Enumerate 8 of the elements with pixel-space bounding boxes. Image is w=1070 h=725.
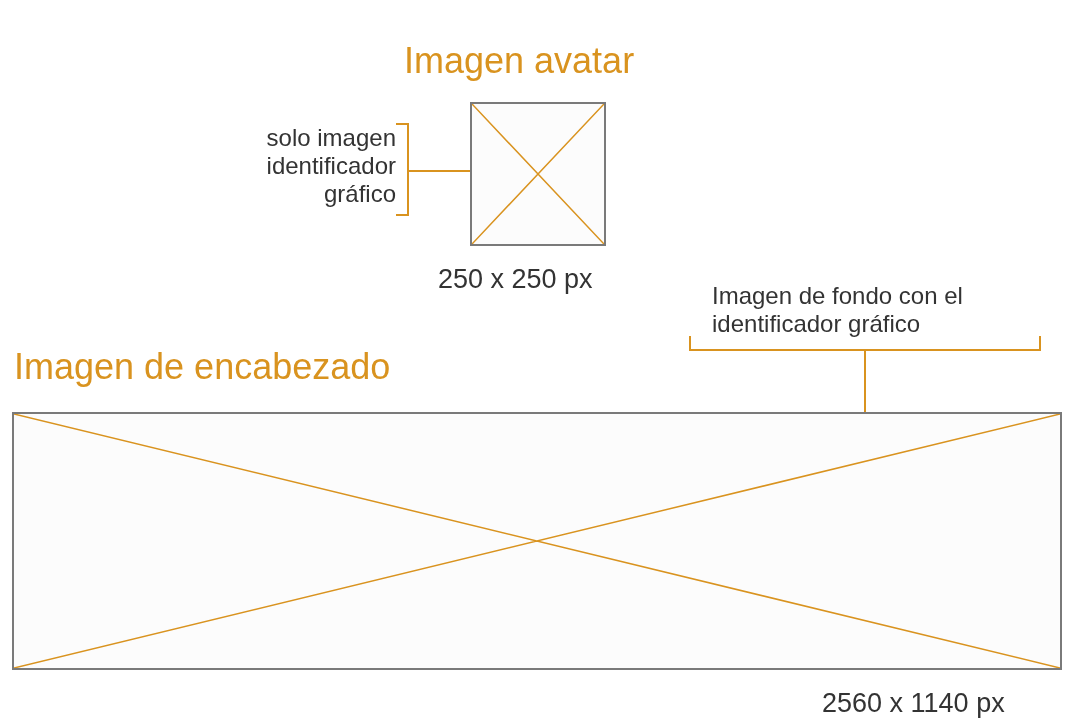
- heading: Imagen de encabezado: [14, 346, 391, 388]
- bracket-leader-line: [689, 335, 1041, 413]
- bracket-leader-line: [395, 123, 471, 216]
- dimension-label: 2560 x 1140 px: [822, 688, 1005, 719]
- dimension-label: 250 x 250 px: [438, 264, 593, 295]
- annotation-text: solo imagen identificador gráfico: [228, 124, 396, 209]
- heading: Imagen avatar: [404, 40, 635, 82]
- annotation-text: Imagen de fondo con el identificador gráfico: [712, 282, 1008, 339]
